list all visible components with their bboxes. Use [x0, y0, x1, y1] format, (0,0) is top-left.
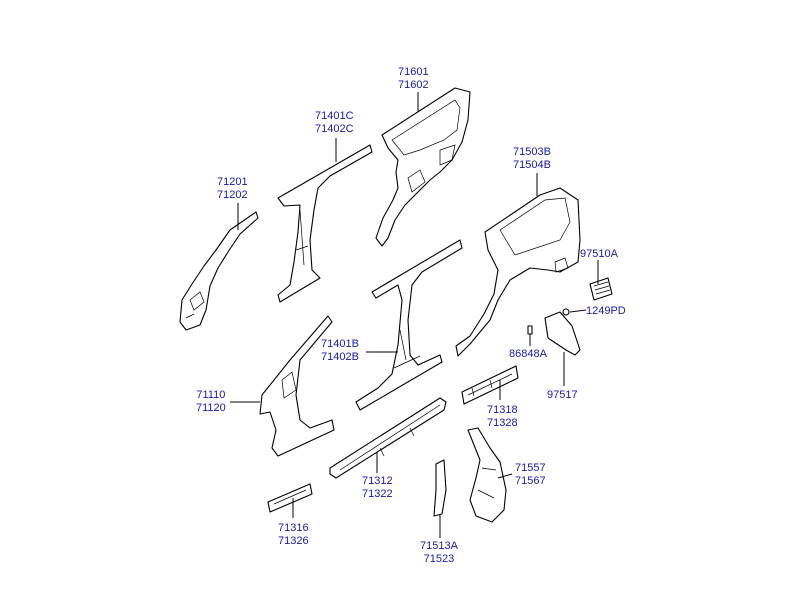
- callout-71316: 71316 71326: [278, 522, 309, 548]
- callout-71601: 71601 71602: [398, 66, 429, 92]
- callout-71557: 71557 71567: [515, 462, 546, 488]
- callout-86848A: 86848A: [509, 348, 547, 361]
- callout-number: 71328: [487, 417, 518, 429]
- callout-number: 71202: [217, 189, 248, 201]
- callout-number: 71601: [398, 66, 429, 78]
- part-vent-grille: [589, 277, 613, 301]
- callout-71513A: 71513A 71523: [420, 540, 458, 566]
- callout-97517: 97517: [547, 389, 578, 402]
- callout-71401C: 71401C 71402C: [315, 110, 354, 136]
- part-rear-pillar-strip: [433, 459, 447, 517]
- callout-number: 71567: [515, 475, 546, 487]
- callout-number: 71318: [487, 404, 518, 416]
- callout-number: 71201: [217, 176, 248, 188]
- callout-71110: 71110 71120: [196, 389, 226, 415]
- callout-number: 71402B: [321, 351, 359, 363]
- callout-number: 71504B: [513, 159, 551, 171]
- part-side-sill: [329, 397, 447, 479]
- part-bracket: [544, 311, 581, 356]
- callout-number: 71503B: [513, 146, 551, 158]
- callout-number: 71402C: [315, 123, 354, 135]
- callout-71318: 71318 71328: [487, 404, 518, 430]
- part-inner-quarter-upper: [375, 87, 471, 247]
- callout-number: 71513A: [420, 540, 458, 552]
- part-front-pillar: [179, 211, 259, 331]
- callout-71201: 71201 71202: [217, 176, 248, 202]
- callout-1249PD: 1249PD: [586, 305, 626, 318]
- leader-lines: [230, 92, 599, 538]
- part-clip: [527, 325, 533, 335]
- part-wheelhouse-extension: [467, 427, 507, 523]
- callout-number: 71322: [362, 488, 393, 500]
- part-center-pillar-upper: [277, 144, 373, 303]
- part-rear-sill-plate: [461, 365, 519, 405]
- callout-number: 71316: [278, 522, 309, 534]
- callout-71312: 71312 71322: [362, 475, 393, 501]
- callout-71401B: 71401B 71402B: [321, 338, 359, 364]
- callout-71503B: 71503B 71504B: [513, 146, 551, 172]
- callout-number: 71110: [196, 389, 226, 401]
- callout-number: 71523: [423, 553, 455, 565]
- part-front-sill-plate: [267, 483, 313, 513]
- callout-number: 71401C: [315, 110, 354, 122]
- callout-number: 71326: [278, 535, 309, 547]
- callout-number: 71602: [398, 79, 429, 91]
- callout-number: 71120: [196, 402, 226, 414]
- callout-number: 97517: [547, 389, 578, 401]
- part-screw: [562, 308, 570, 316]
- callout-number: 71312: [362, 475, 393, 487]
- callout-number: 71401B: [321, 338, 359, 350]
- callout-number: 1249PD: [586, 305, 626, 317]
- callout-number: 86848A: [509, 348, 547, 360]
- callout-number: 97510A: [580, 248, 618, 260]
- part-quarter-outer-panel: [455, 187, 581, 357]
- callout-number: 71557: [515, 462, 546, 474]
- part-center-pillar-outer: [355, 239, 463, 411]
- part-front-pillar-outer: [259, 315, 335, 457]
- callout-97510A: 97510A: [580, 248, 618, 261]
